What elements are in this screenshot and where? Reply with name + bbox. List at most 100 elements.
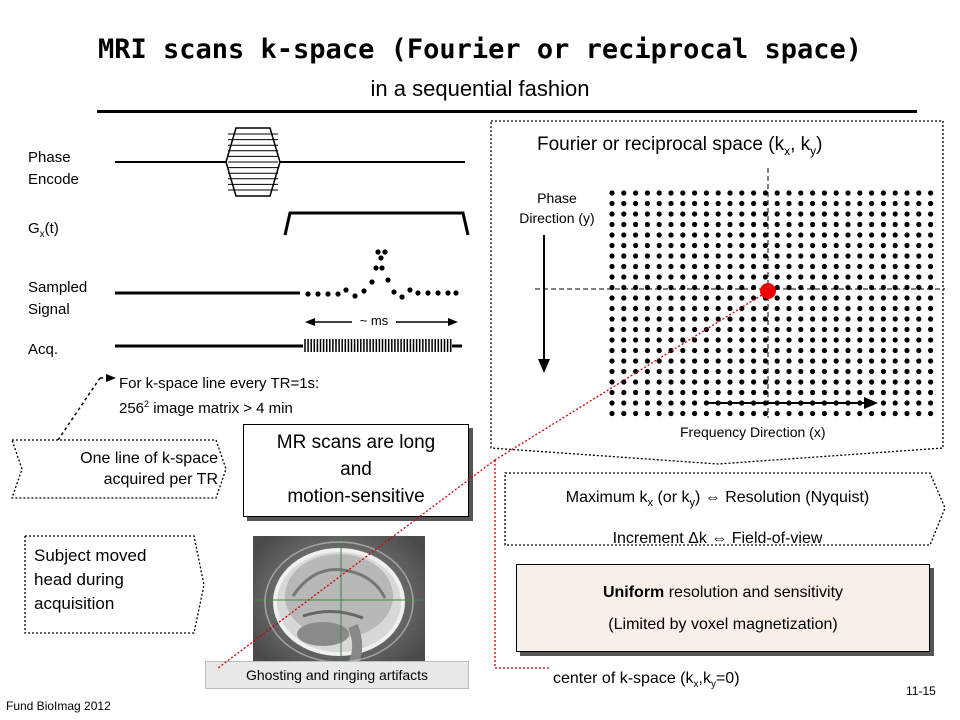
kspace-sample <box>656 358 662 364</box>
mr-scans-box: MR scans are long and motion-sensitive <box>243 424 469 517</box>
signal-sample <box>415 290 421 296</box>
kspace-sample <box>857 316 863 322</box>
kspace-sample <box>703 190 709 196</box>
kspace-sample <box>621 358 627 364</box>
kspace-sample <box>727 232 733 238</box>
kspace-sample <box>798 316 804 322</box>
kspace-sample <box>786 305 792 312</box>
signal-sample <box>399 294 405 300</box>
kspace-sample <box>916 200 922 207</box>
kspace-sample <box>680 274 686 280</box>
kspace-sample <box>845 305 851 312</box>
kspace-sample <box>916 242 922 249</box>
kspace-sample <box>668 368 674 375</box>
kspace-sample <box>633 221 639 228</box>
kspace-sample <box>633 347 639 354</box>
kspace-sample <box>751 379 757 385</box>
kspace-sample <box>727 326 733 333</box>
kspace-sample <box>833 221 839 228</box>
kspace-sample <box>916 232 922 238</box>
kspace-sample <box>821 190 827 196</box>
kspace-sample <box>798 410 804 417</box>
kspace-sample <box>774 221 780 228</box>
kspace-sample <box>798 190 804 196</box>
kspace-sample <box>633 232 639 238</box>
kspace-sample <box>680 337 686 343</box>
kspace-sample <box>857 263 863 270</box>
kspace-sample <box>821 305 827 312</box>
kspace-sample <box>751 295 757 301</box>
kspace-sample <box>892 253 898 259</box>
kspace-sample <box>904 326 910 333</box>
kspace-sample <box>892 232 898 238</box>
kspace-sample <box>609 242 615 249</box>
kspace-sample <box>727 389 733 396</box>
kspace-sample <box>644 200 650 207</box>
kspace-sample <box>916 368 922 375</box>
kspace-sample <box>644 316 650 322</box>
kspace-sample <box>644 347 650 354</box>
kspace-sample <box>609 368 615 375</box>
kspace-sample <box>656 347 662 354</box>
kspace-sample <box>633 305 639 312</box>
kspace-sample <box>880 274 886 280</box>
kspace-sample <box>798 379 804 385</box>
kspace-sample <box>762 326 768 333</box>
kspace-sample <box>609 200 615 207</box>
kspace-sample <box>703 305 709 312</box>
kspace-sample <box>656 221 662 228</box>
kspace-sample <box>892 368 898 375</box>
kspace-sample <box>857 368 863 375</box>
kspace-sample <box>751 316 757 322</box>
signal-sample <box>435 290 441 296</box>
kspace-sample <box>727 221 733 228</box>
kspace-sample <box>928 200 934 207</box>
kspace-sample <box>798 347 804 354</box>
kspace-sample <box>821 316 827 322</box>
kspace-sample <box>904 253 910 259</box>
kspace-sample <box>727 200 733 207</box>
kspace-sample <box>762 253 768 259</box>
kspace-sample <box>880 368 886 375</box>
kspace-sample <box>786 410 792 417</box>
kspace-sample <box>904 295 910 301</box>
kspace-sample <box>703 316 709 322</box>
kspace-sample <box>916 190 922 196</box>
signal-sample <box>445 290 451 296</box>
signal-sample <box>382 249 388 255</box>
kspace-sample <box>845 347 851 354</box>
kspace-sample <box>656 337 662 343</box>
kspace-sample <box>798 358 804 364</box>
kspace-sample <box>904 263 910 270</box>
kspace-sample <box>928 242 934 249</box>
kspace-sample <box>892 379 898 385</box>
kspace-sample <box>621 379 627 385</box>
kspace-sample <box>703 368 709 375</box>
signal-sample <box>453 290 459 296</box>
kspace-sample <box>751 242 757 249</box>
kspace-sample <box>715 337 721 343</box>
kspace-sample <box>609 221 615 228</box>
kspace-sample <box>821 242 827 249</box>
kspace-sample <box>774 358 780 364</box>
kspace-sample <box>774 211 780 217</box>
kspace-sample <box>680 347 686 354</box>
kspace-sample <box>762 337 768 343</box>
kspace-sample <box>680 305 686 312</box>
kspace-sample <box>774 253 780 259</box>
kspace-sample <box>692 337 698 343</box>
kspace-sample <box>703 263 709 270</box>
kspace-sample <box>656 242 662 249</box>
title-underline <box>97 110 917 113</box>
kspace-sample <box>644 263 650 270</box>
frequency-direction-label: Frequency Direction (x) <box>680 424 826 440</box>
kspace-sample <box>739 326 745 333</box>
kspace-sample <box>810 253 816 259</box>
kspace-sample <box>703 410 709 417</box>
kspace-sample <box>703 295 709 301</box>
kspace-sample <box>774 242 780 249</box>
signal-sample <box>352 293 358 299</box>
kspace-sample <box>751 190 757 196</box>
kspace-sample <box>892 242 898 249</box>
kspace-sample <box>810 379 816 385</box>
